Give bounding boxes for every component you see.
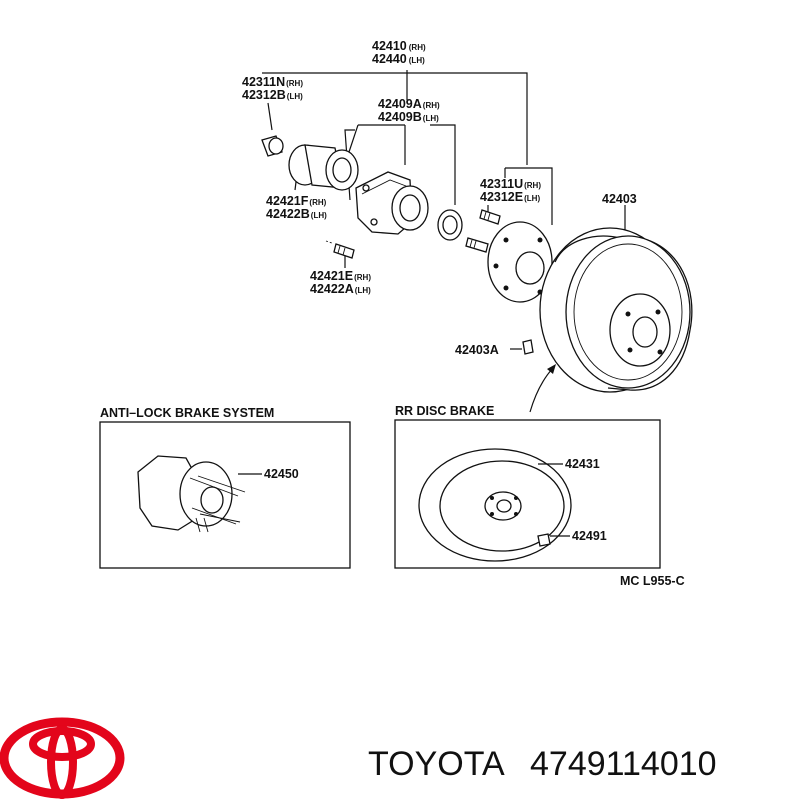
abs-hub-assembly (137, 455, 246, 533)
label-42440: 42440(LH) (372, 52, 425, 66)
label-42450: 42450 (264, 467, 299, 481)
label-42410: 42410(RH) (372, 39, 426, 53)
label-42311N: 42311N(RH) (242, 75, 303, 89)
hub-assembly-parts (261, 135, 693, 393)
label-42431: 42431 (565, 457, 600, 471)
bearing (288, 144, 359, 191)
label-42409B: 42409B(LH) (378, 110, 439, 124)
hub-nut (261, 135, 284, 157)
disc-box-title: RR DISC BRAKE (395, 404, 494, 418)
label-42422A: 42422A(LH) (310, 282, 371, 296)
footer-brand: TOYOTA (368, 745, 505, 783)
label-42421F: 42421F(RH) (266, 194, 327, 208)
footer-part-number: 4749114010 (530, 745, 717, 783)
disc-screw (537, 533, 551, 547)
brake-drum (539, 227, 693, 393)
label-42421E: 42421E(RH) (310, 269, 371, 283)
label-42312E: 42312E(LH) (480, 190, 540, 204)
diagram-code: MC L955-C (620, 574, 685, 588)
hub-bolt-lower (465, 237, 489, 253)
label-42409A: 42409A(RH) (378, 97, 440, 111)
brake-disc (418, 448, 572, 562)
disc-box: RR DISC BRAKE 42431 42491 (394, 404, 661, 569)
oil-seal (437, 209, 463, 241)
drum-plug (522, 339, 534, 355)
axle-carrier (355, 171, 429, 235)
toyota-logo (0, 717, 125, 799)
part-labels: 42410(RH) 42440(LH) 42311N(RH) 42312B(LH… (242, 39, 637, 357)
hub-bolt-upper (479, 209, 501, 225)
label-42312B: 42312B(LH) (242, 88, 303, 102)
label-42403: 42403 (602, 192, 637, 206)
label-42422B: 42422B(LH) (266, 207, 327, 221)
label-42311U: 42311U(RH) (480, 177, 541, 191)
label-42491: 42491 (572, 529, 607, 543)
axle-hub (487, 221, 553, 303)
label-42403A: 42403A (455, 343, 499, 357)
abs-box-title: ANTI–LOCK BRAKE SYSTEM (100, 406, 274, 420)
abs-box: ANTI–LOCK BRAKE SYSTEM 42450 (99, 406, 351, 569)
hub-bolt (325, 240, 355, 259)
